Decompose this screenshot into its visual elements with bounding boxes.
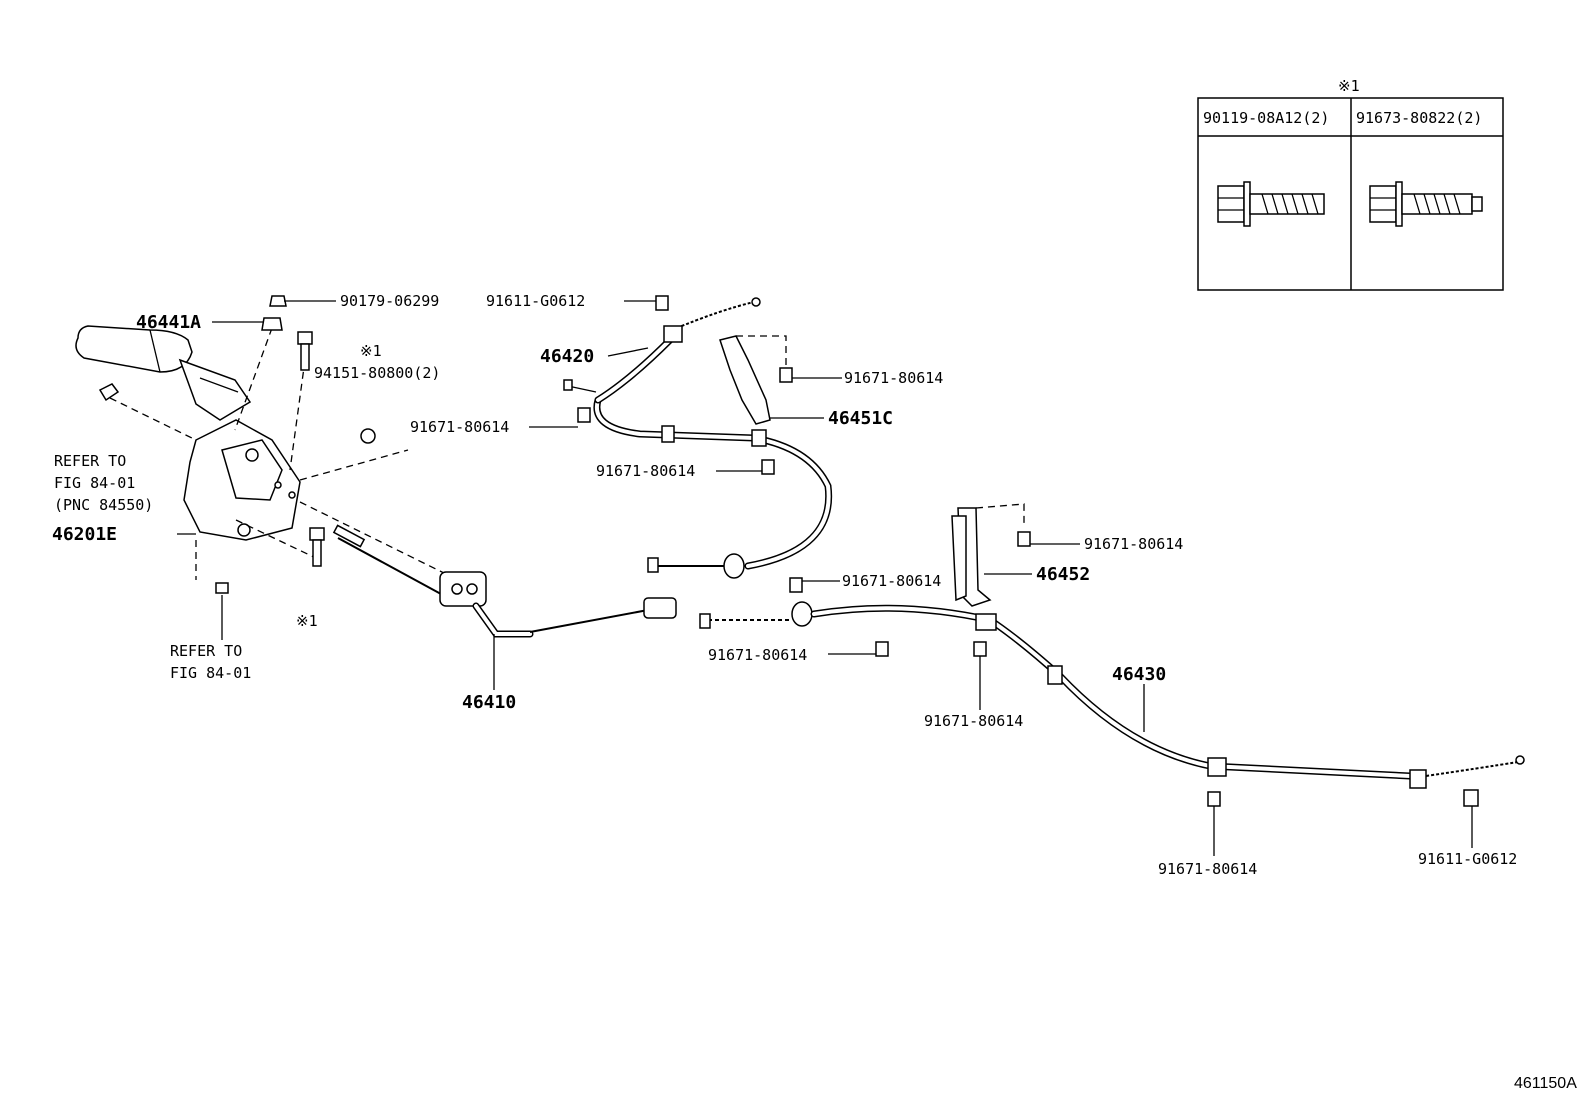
label-refer1-line2: FIG 84-01: [54, 474, 135, 492]
bolt-icons: [577, 295, 1479, 807]
diagram-id: 461150A: [1514, 1075, 1577, 1092]
rear-cable-46430: [699, 601, 1525, 789]
front-cable-46410: [332, 524, 677, 638]
parking-brake-lever-assembly: [75, 295, 451, 594]
label-91671-80614-g: 91671-80614: [924, 712, 1023, 730]
flange-bolt-icon: [1369, 181, 1483, 227]
label-91671-80614-a: 91671-80614: [410, 418, 509, 436]
label-46441a: 46441A: [136, 312, 201, 333]
label-46451c: 46451C: [828, 408, 893, 429]
label-46420: 46420: [540, 346, 594, 367]
inset-col-2-part: 91673-80822(2): [1356, 109, 1482, 127]
inset-col-1-part: 90119-08A12(2): [1203, 109, 1329, 127]
label-91671-80614-b: 91671-80614: [844, 369, 943, 387]
label-91671-80614-c: 91671-80614: [596, 462, 695, 480]
label-refer1-line3: (PNC 84550): [54, 496, 153, 514]
label-94151-note: ※1: [360, 342, 382, 360]
label-refer1-line1: REFER TO: [54, 452, 126, 470]
label-90179-06299: 90179-06299: [340, 292, 439, 310]
label-refer2-line1: REFER TO: [170, 642, 242, 660]
label-91671-80614-f: 91671-80614: [708, 646, 807, 664]
label-46410: 46410: [462, 692, 516, 713]
label-46201e: 46201E: [52, 524, 117, 545]
label-46430: 46430: [1112, 664, 1166, 685]
label-91671-80614-h: 91671-80614: [1158, 860, 1257, 878]
label-94151-80800: 94151-80800(2): [314, 364, 440, 382]
rear-cable-46420: [563, 297, 833, 579]
bracket-46451c: [719, 335, 787, 425]
bracket-46452: [951, 503, 1025, 607]
callout-labels: 90179-06299 46441A ※1 94151-80800(2) REF…: [52, 292, 1517, 878]
label-bolt-note: ※1: [296, 612, 318, 630]
label-91671-80614-d: 91671-80614: [1084, 535, 1183, 553]
label-91611-g0612-bottom: 91611-G0612: [1418, 850, 1517, 868]
label-91671-80614-e: 91671-80614: [842, 572, 941, 590]
inset-note-symbol: ※1: [1338, 77, 1360, 95]
label-refer2-line2: FIG 84-01: [170, 664, 251, 682]
flange-bolt-icon: [1217, 181, 1325, 227]
label-46452: 46452: [1036, 564, 1090, 585]
inset-bolt-table: ※1 90119-08A12(2) 91673-80822(2): [1197, 77, 1504, 291]
label-91611-g0612-top: 91611-G0612: [486, 292, 585, 310]
leader-lines: [177, 300, 1473, 856]
